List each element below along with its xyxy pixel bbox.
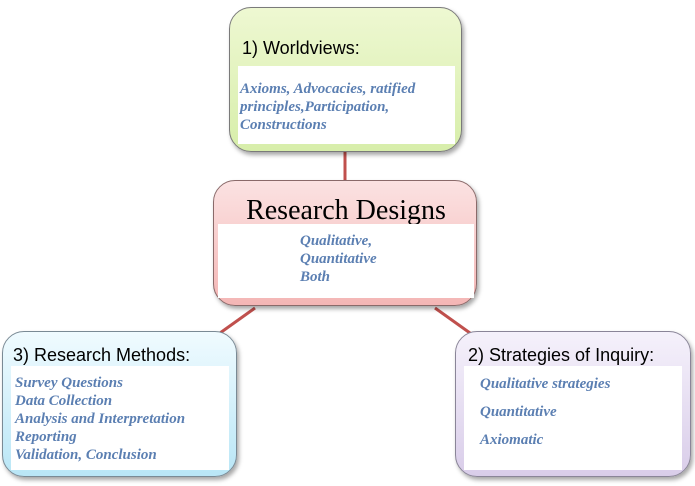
worldviews-list: Axioms, Advocacies, ratified principles,… bbox=[240, 80, 455, 134]
research-methods-node: 3) Research Methods: Survey Questions Da… bbox=[2, 331, 237, 477]
research-methods-list: Survey Questions Data Collection Analysi… bbox=[15, 374, 229, 464]
worldviews-panel: Axioms, Advocacies, ratified principles,… bbox=[238, 66, 455, 144]
research-designs-item: Qualitative, bbox=[300, 233, 373, 249]
research-methods-item: Data Collection bbox=[15, 393, 113, 409]
research-methods-item: Survey Questions bbox=[15, 375, 123, 391]
connector-strategies bbox=[434, 306, 471, 335]
research-designs-node: Research Designs Qualitative, Quantitati… bbox=[213, 180, 477, 306]
research-designs-item: Both bbox=[300, 269, 331, 285]
research-designs-title: Research Designs bbox=[246, 195, 446, 226]
strategies-list: Qualitative strategies Quantitative Axio… bbox=[480, 366, 682, 458]
research-methods-item: Reporting bbox=[15, 429, 77, 445]
worldviews-item: principles,Participation, bbox=[240, 99, 390, 115]
research-methods-item: Analysis and Interpretation bbox=[15, 411, 186, 427]
strategies-item: Axiomatic bbox=[480, 432, 544, 448]
worldviews-title: 1) Worldviews: bbox=[242, 38, 360, 58]
strategies-node: 2) Strategies of Inquiry: Qualitative st… bbox=[455, 331, 691, 477]
research-designs-panel: Qualitative, Quantitative Both bbox=[218, 224, 474, 298]
worldviews-item: Constructions bbox=[240, 117, 327, 133]
strategies-item: Qualitative strategies bbox=[480, 376, 611, 392]
research-methods-item: Validation, Conclusion bbox=[15, 447, 157, 463]
research-designs-item: Quantitative bbox=[300, 251, 377, 267]
connector-methods bbox=[219, 306, 256, 335]
worldviews-node: 1) Worldviews: Axioms, Advocacies, ratif… bbox=[229, 7, 462, 152]
research-methods-title: 3) Research Methods: bbox=[13, 345, 191, 365]
research-designs-list: Qualitative, Quantitative Both bbox=[300, 232, 474, 286]
worldviews-item: Axioms, Advocacies, ratified bbox=[240, 81, 416, 97]
strategies-title: 2) Strategies of Inquiry: bbox=[468, 345, 655, 365]
strategies-item: Quantitative bbox=[480, 404, 557, 420]
research-methods-panel: Survey Questions Data Collection Analysi… bbox=[11, 366, 229, 470]
strategies-panel: Qualitative strategies Quantitative Axio… bbox=[464, 366, 682, 470]
